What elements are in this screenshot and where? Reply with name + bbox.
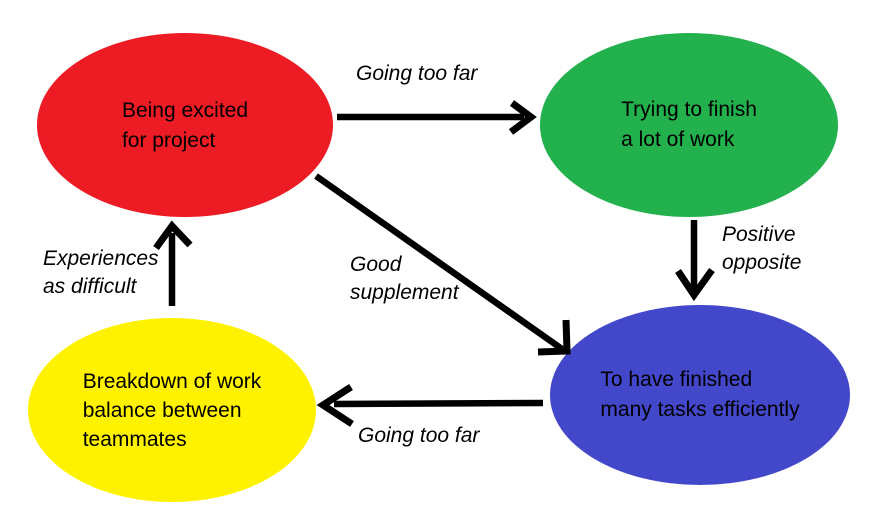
node-label-finished-tasks: To have finished many tasks efficiently [600,368,800,421]
edge-label-going-too-far-top: Going too far [356,62,478,85]
arrow-finished-to-breakdown [316,384,544,427]
arrow-trying-to-finished [675,220,715,302]
node-ellipse-being-excited [37,33,333,217]
edge-label-good-supplement: Good supplement [350,253,459,304]
arrow-excited-to-trying [337,100,537,135]
arrow-head-icon [537,319,571,356]
node-ellipse-trying-finish [540,33,838,217]
arrow-excited-to-finished [314,173,571,356]
arrow-shaft [314,173,564,352]
arrow-head-icon [153,220,193,251]
node-label-breakdown: Breakdown of work balance between teamma… [82,369,262,451]
arrow-breakdown-to-excited [153,220,193,306]
node-label-being-excited: Being excited for project [121,98,249,152]
arrow-head-icon [508,100,537,135]
edge-label-experiences-as-difficult: Experiences as difficult [43,247,159,298]
arrow-head-icon [675,267,715,302]
node-ellipse-breakdown [28,318,316,502]
arrow-head-icon [316,384,354,427]
node-label-trying-finish: Trying to finish a lot of work [621,98,757,151]
node-ellipse-finished-tasks [550,305,850,485]
edge-label-going-too-far-bottom: Going too far [358,424,480,447]
edge-label-positive-opposite: Positive opposite [722,223,802,274]
arrow-shaft [333,399,544,408]
